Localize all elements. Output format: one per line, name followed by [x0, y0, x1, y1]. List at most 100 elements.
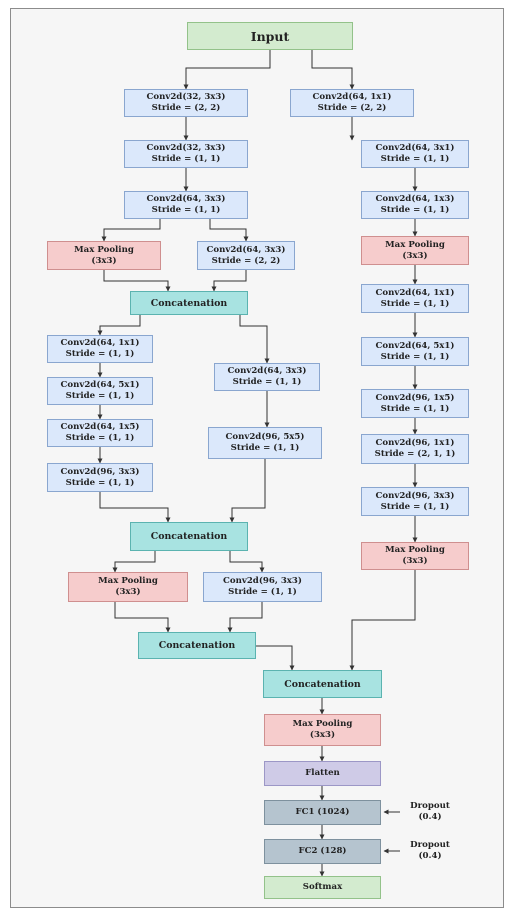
pool-name: Max Pooling [385, 239, 445, 250]
pool-size: (3x3) [91, 255, 117, 266]
conv-name: Conv2d(64, 5x1) [60, 380, 140, 390]
conv-node: Conv2d(64, 3x3) Stride = (2, 2) [197, 241, 295, 270]
conv-stride: Stride = (1, 1) [380, 298, 450, 309]
max-pooling-node: Max Pooling (3x3) [264, 714, 381, 746]
conv-name: Conv2d(64, 3x3) [227, 366, 307, 376]
edge-pool-concat1 [103, 270, 171, 292]
pool-name: Max Pooling [98, 576, 158, 586]
conv-name: Conv2d(96, 3x3) [223, 576, 302, 586]
conv-name: Conv2d(32, 3x3) [146, 143, 226, 153]
conv-stride: Stride = (1, 1) [230, 443, 300, 453]
conv-name: Conv2d(96, 1x5) [375, 392, 455, 403]
pool-size: (3x3) [402, 556, 428, 566]
pool-name: Max Pooling [74, 244, 134, 255]
fc-node: FC1 (1024) [264, 800, 381, 825]
max-pooling-node: Max Pooling (3x3) [68, 572, 188, 602]
concatenation-node: Concatenation [263, 670, 382, 698]
conv-stride: Stride = (1, 1) [65, 477, 135, 488]
flatten-label: Flatten [305, 768, 340, 778]
conv-stride: Stride = (1, 1) [228, 587, 297, 597]
conv-node: Conv2d(64, 3x3) Stride = (1, 1) [124, 191, 248, 219]
conv-node: Conv2d(64, 1x1) Stride = (2, 2) [290, 89, 414, 117]
conv-stride: Stride = (2, 2) [317, 103, 387, 113]
conv-stride: Stride = (1, 1) [380, 351, 450, 362]
input-node: Input [187, 22, 353, 50]
edge-input-r1 [311, 50, 355, 90]
conv-name: Conv2d(64, 1x1) [60, 338, 140, 348]
concat-label: Concatenation [158, 640, 236, 651]
fc-label: FC1 (1024) [295, 807, 350, 817]
dropout-label: Dropout [410, 801, 450, 811]
pool-name: Max Pooling [385, 545, 445, 555]
conv-name: Conv2d(64, 5x1) [375, 340, 455, 351]
conv-stride: Stride = (1, 1) [380, 403, 450, 414]
concatenation-node: Concatenation [138, 632, 256, 659]
conv-name: Conv2d(96, 5x5) [225, 432, 305, 442]
edge-concat3-final [256, 645, 295, 671]
conv-node: Conv2d(32, 3x3) Stride = (2, 2) [124, 89, 248, 117]
conv-node: Conv2d(96, 3x3) Stride = (1, 1) [203, 572, 322, 602]
pool-size: (3x3) [309, 730, 336, 740]
dropout-rate: (0.4) [418, 812, 442, 822]
conv-name: Conv2d(32, 3x3) [146, 92, 226, 102]
conv-name: Conv2d(64, 1x3) [375, 194, 455, 204]
concat-label: Concatenation [150, 297, 228, 309]
fc-node: FC2 (128) [264, 839, 381, 864]
conv-stride: Stride = (1, 1) [65, 391, 135, 401]
conv-node: Conv2d(64, 1x3) Stride = (1, 1) [361, 191, 469, 219]
conv-node: Conv2d(96, 1x1) Stride = (2, 1, 1) [361, 434, 469, 464]
edge-d1-concat3 [227, 602, 263, 633]
conv-stride: Stride = (1, 1) [380, 154, 450, 164]
conv-stride: Stride = (1, 1) [380, 501, 450, 512]
conv-name: Conv2d(96, 1x1) [375, 438, 455, 448]
conv-stride: Stride = (1, 1) [151, 205, 221, 215]
conv-node: Conv2d(64, 5x1) Stride = (1, 1) [361, 337, 469, 366]
conv-name: Conv2d(64, 3x3) [146, 194, 226, 204]
conv-node: Conv2d(96, 3x3) Stride = (1, 1) [361, 487, 469, 516]
edge-a3-pool [101, 219, 161, 242]
edge-rpool2-final [349, 570, 416, 671]
conv-stride: Stride = (1, 1) [232, 377, 302, 387]
edge-c2-concat2 [229, 459, 266, 523]
conv-stride: Stride = (1, 1) [65, 349, 135, 359]
conv-stride: Stride = (2, 1, 1) [374, 449, 456, 459]
conv-node: Conv2d(96, 5x5) Stride = (1, 1) [208, 427, 322, 459]
conv-name: Conv2d(96, 3x3) [60, 466, 140, 477]
conv-name: Conv2d(64, 3x3) [206, 244, 286, 255]
conv-name: Conv2d(64, 1x1) [375, 287, 455, 298]
input-label: Input [250, 28, 290, 44]
concat-label: Concatenation [150, 531, 228, 542]
conv-node: Conv2d(64, 1x1) Stride = (1, 1) [361, 284, 469, 313]
fc-label: FC2 (128) [298, 846, 347, 856]
edge-a3-a4 [209, 219, 249, 242]
conv-node: Conv2d(64, 1x1) Stride = (1, 1) [47, 335, 153, 363]
softmax-label: Softmax [302, 882, 343, 892]
conv-name: Conv2d(64, 1x5) [60, 422, 140, 432]
conv-name: Conv2d(64, 1x1) [312, 92, 392, 102]
edge-input-a1 [183, 50, 271, 90]
edge-concat1-c1 [239, 315, 270, 364]
max-pooling-node: Max Pooling (3x3) [361, 542, 469, 570]
conv-node: Conv2d(96, 3x3) Stride = (1, 1) [47, 463, 153, 492]
max-pooling-node: Max Pooling (3x3) [361, 236, 469, 265]
concat-label: Concatenation [284, 678, 361, 690]
edge-dpool-concat3 [114, 602, 171, 633]
conv-node: Conv2d(96, 1x5) Stride = (1, 1) [361, 389, 469, 418]
edge-concat2-d1 [229, 551, 265, 573]
dropout-label: Dropout [410, 840, 450, 850]
conv-stride: Stride = (1, 1) [151, 154, 221, 164]
conv-name: Conv2d(64, 3x1) [375, 143, 455, 153]
conv-node: Conv2d(64, 3x3) Stride = (1, 1) [214, 363, 320, 391]
conv-stride: Stride = (2, 2) [211, 255, 281, 266]
pool-size: (3x3) [402, 250, 428, 261]
conv-stride: Stride = (2, 2) [151, 103, 221, 113]
pool-size: (3x3) [115, 587, 141, 597]
conv-stride: Stride = (1, 1) [380, 205, 450, 215]
concatenation-node: Concatenation [130, 291, 248, 315]
conv-node: Conv2d(64, 3x1) Stride = (1, 1) [361, 140, 469, 168]
conv-name: Conv2d(96, 3x3) [375, 490, 455, 501]
softmax-node: Softmax [264, 876, 381, 899]
edge-concat1-b1 [97, 315, 141, 336]
concatenation-node: Concatenation [130, 522, 248, 551]
